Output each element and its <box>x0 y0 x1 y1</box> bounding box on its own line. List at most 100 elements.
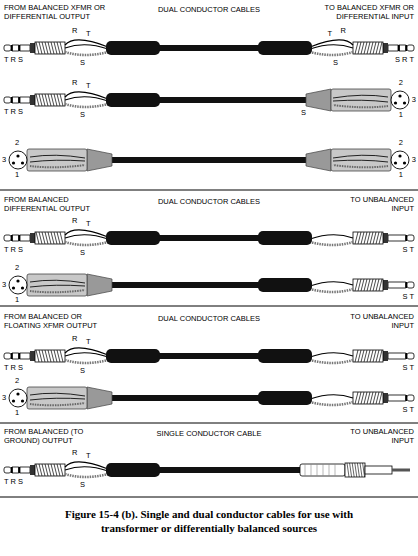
coil-spring <box>51 350 54 362</box>
pin-label: 3 <box>2 394 6 403</box>
tip-wire <box>65 45 108 49</box>
coil-spring <box>48 350 51 362</box>
wire <box>333 155 388 158</box>
plug-tip <box>4 467 11 473</box>
plug-collar <box>30 43 35 53</box>
coil-spring <box>36 232 39 244</box>
xlr-pin <box>21 286 24 289</box>
figure-caption: Figure 15-4 (b). Single and dual conduct… <box>39 508 379 536</box>
xlr-strain-relief <box>87 274 112 296</box>
coil-spring <box>355 350 358 362</box>
xlr-connector <box>9 387 112 409</box>
plug-sleeve <box>388 395 406 401</box>
pin-label: 2 <box>15 264 19 273</box>
coil-spring <box>364 279 367 291</box>
wire <box>30 285 85 287</box>
rca-plug <box>300 463 410 477</box>
rca-grip <box>335 464 336 476</box>
xlr-pin <box>21 399 24 402</box>
pin-label: 2 <box>15 139 19 148</box>
xlr-pin <box>12 399 15 402</box>
shield-braid <box>65 360 108 363</box>
section-heading: SINGLE CONDUCTOR CABLE <box>124 430 294 439</box>
section-heading: TO UNBALANCED INPUT <box>344 313 414 330</box>
pin-label: 3 <box>2 281 6 290</box>
plug-barrel <box>353 42 383 54</box>
plug-collar <box>383 43 388 53</box>
knurling <box>352 463 354 477</box>
coil-spring <box>36 42 39 54</box>
plug-ring <box>13 97 19 103</box>
xlr-face <box>391 151 409 169</box>
plug-ring <box>13 467 19 473</box>
coil-spring <box>358 42 361 54</box>
coil-spring <box>54 42 57 54</box>
plug-sleeve <box>20 467 30 473</box>
coil-spring <box>370 392 373 404</box>
coil-spring <box>358 350 361 362</box>
section-heading: DUAL CONDUCTOR CABLES <box>124 198 294 207</box>
plug-tip <box>407 235 414 241</box>
coil-spring <box>51 464 54 476</box>
cable-boot <box>258 278 312 292</box>
wire <box>333 100 388 102</box>
phone-plug <box>4 230 160 245</box>
xlr-connector <box>306 89 409 111</box>
pin-label: R <box>72 27 77 36</box>
right-connector <box>306 149 409 171</box>
coil-spring <box>370 279 373 291</box>
knurling <box>347 463 349 477</box>
right-connector <box>258 40 414 55</box>
xlr-pin <box>16 154 19 157</box>
coil-spring <box>51 94 54 106</box>
plug-sleeve <box>388 353 406 359</box>
pin-label: S R T <box>395 56 414 65</box>
wire <box>30 155 85 158</box>
xlr-body <box>331 149 391 171</box>
plug-tip <box>4 97 11 103</box>
coil-spring <box>57 42 60 54</box>
coil-spring <box>54 464 57 476</box>
pin-label: T <box>86 82 91 91</box>
phone-plug <box>4 462 160 477</box>
plug-ring <box>13 353 19 359</box>
plug-collar <box>383 280 388 290</box>
wire <box>30 393 85 396</box>
shield-braid <box>310 402 353 405</box>
right-connector <box>258 349 414 363</box>
coil-spring <box>355 232 358 244</box>
pin-label: 1 <box>15 296 19 305</box>
coil-spring <box>376 392 379 404</box>
plug-collar <box>30 233 35 243</box>
rca-grip <box>305 464 306 476</box>
tip-wire <box>65 235 108 239</box>
xlr-pin <box>394 101 397 104</box>
wire <box>30 398 85 400</box>
cable-boot <box>106 41 160 55</box>
plug-tip <box>4 235 11 241</box>
xlr-face <box>9 389 27 407</box>
plug-barrel <box>353 279 383 291</box>
plug-sleeve <box>388 45 398 51</box>
coil-spring <box>355 392 358 404</box>
coil-spring <box>45 42 48 54</box>
tip-wire <box>310 353 353 357</box>
rca-sleeve <box>365 466 392 474</box>
divider-line <box>0 497 418 498</box>
coil-spring <box>45 464 48 476</box>
wire <box>333 160 388 162</box>
pin-label: T <box>327 30 332 39</box>
tip-wire <box>65 353 108 357</box>
pin-label: S <box>80 111 85 120</box>
plug-sleeve <box>20 353 30 359</box>
coil-spring <box>373 392 376 404</box>
xlr-body <box>27 274 87 296</box>
xlr-face <box>9 151 27 169</box>
section-heading: FROM BALANCED OR FLOATING XFMR OUTPUT <box>4 313 108 330</box>
pin-label: S T <box>402 246 414 255</box>
pin-label: R <box>341 27 346 36</box>
plug-barrel <box>35 232 65 244</box>
pin-label: S T <box>402 293 414 302</box>
xlr-pin <box>12 286 15 289</box>
